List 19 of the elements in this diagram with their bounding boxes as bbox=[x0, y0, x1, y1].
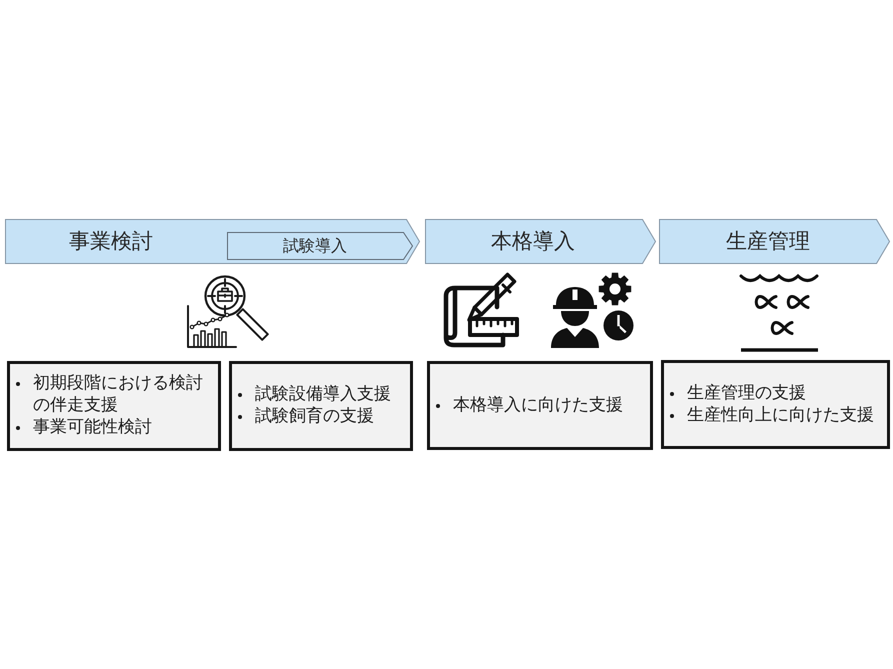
stage-label: 試験導入 bbox=[283, 236, 347, 256]
bullet-text: 初期段階における検討の伴走支援 bbox=[33, 372, 204, 416]
chevron-banner bbox=[227, 232, 413, 260]
chevron-banner bbox=[425, 219, 656, 264]
text-panel bbox=[229, 361, 413, 451]
bullet-text: 本格導入に向けた支援 bbox=[453, 394, 624, 416]
text-panel bbox=[7, 361, 221, 451]
chevron-banner bbox=[659, 219, 890, 264]
stage-label: 事業検討 bbox=[69, 229, 153, 254]
text-panel bbox=[427, 361, 653, 450]
stage-label: 生産管理 bbox=[726, 229, 810, 254]
bullet-text: 生産管理の支援 bbox=[687, 382, 807, 404]
bullet-text: 試験設備導入支援 bbox=[255, 383, 392, 405]
text-panel bbox=[661, 360, 890, 449]
bullet-text: 事業可能性検討 bbox=[33, 416, 153, 438]
chevron-banner bbox=[5, 219, 420, 264]
stage-label: 本格導入 bbox=[491, 229, 575, 254]
bullet-text: 生産性向上に向けた支援 bbox=[687, 404, 875, 426]
bullet-text: 試験飼育の支援 bbox=[255, 405, 375, 427]
